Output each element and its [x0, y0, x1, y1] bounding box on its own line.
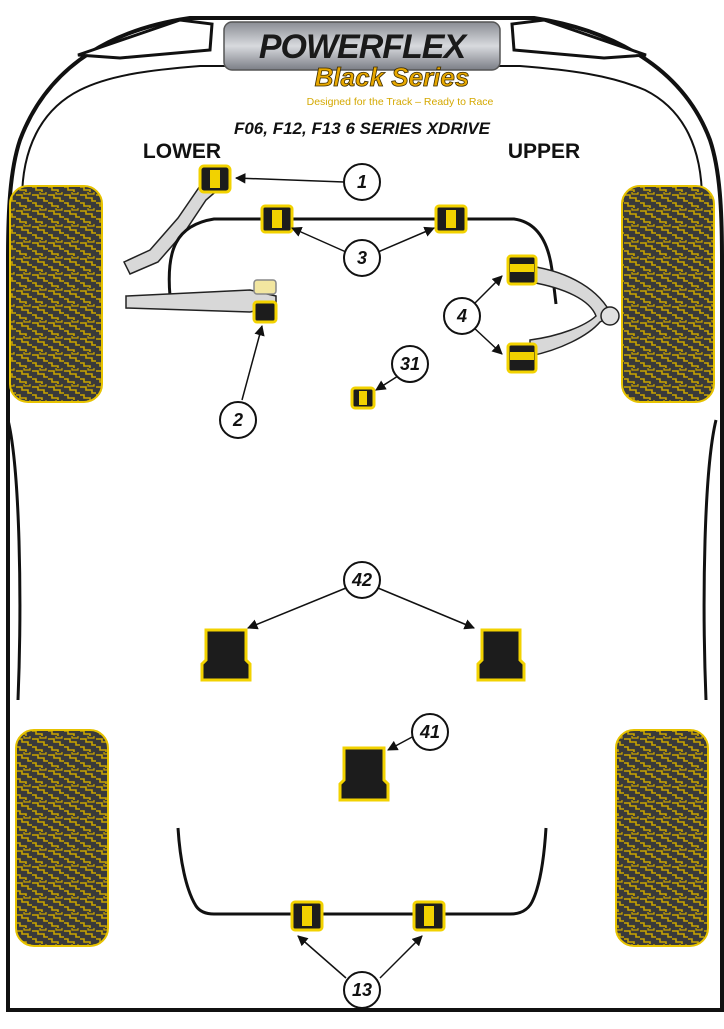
arrow-42-left	[247, 587, 347, 630]
callout-4: 4	[443, 297, 481, 335]
arrow-3-left	[291, 227, 347, 253]
bush-2-lower-wishbone	[252, 279, 278, 324]
logo-tagline: Designed for the Track – Ready to Race	[307, 96, 494, 108]
arrow-3-right	[377, 226, 435, 253]
callout-41: 41	[411, 713, 449, 751]
callout-4-number: 4	[456, 306, 467, 326]
upper-ball-joint	[600, 306, 620, 326]
arrow-31	[375, 375, 399, 391]
arrow-41	[387, 735, 415, 751]
bush-42-right	[476, 628, 526, 682]
callout-1-number: 1	[357, 172, 367, 192]
logo-series: Black Series	[315, 62, 470, 92]
car-body-outline	[6, 16, 724, 1012]
bush-3-left	[260, 204, 294, 234]
bush-42-left	[200, 628, 252, 682]
powerflex-logo: POWERFLEX Black Series Designed for the …	[223, 21, 501, 108]
callout-1: 1	[343, 163, 381, 201]
arrow-13-right	[379, 935, 423, 979]
front-anti-roll-bar	[167, 217, 558, 305]
callout-42: 42	[343, 561, 381, 599]
callout-2-number: 2	[232, 410, 243, 430]
logo-brand: POWERFLEX	[259, 28, 469, 66]
callout-41-number: 41	[419, 722, 440, 742]
arrow-4-bottom	[471, 325, 503, 355]
callout-3-number: 3	[357, 248, 367, 268]
right-corner-panel	[510, 18, 647, 60]
body-waist-left	[6, 419, 22, 701]
bush-4-upper-bottom	[506, 342, 538, 374]
callout-13: 13	[343, 971, 381, 1009]
bush-41	[338, 746, 390, 802]
tire-rear-right	[615, 729, 709, 947]
callout-3: 3	[343, 239, 381, 277]
bush-31	[350, 386, 376, 410]
bush-13-left	[290, 900, 324, 932]
label-upper: UPPER	[508, 140, 580, 163]
arrow-2	[241, 324, 265, 401]
leader-lines	[234, 173, 503, 979]
arrow-1	[234, 173, 345, 184]
rear-anti-roll-bar	[176, 827, 548, 916]
tire-front-right	[621, 185, 715, 403]
arrow-42-right	[377, 587, 475, 630]
tire-rear-left	[15, 729, 109, 947]
left-corner-panel	[77, 18, 214, 60]
callout-2: 2	[219, 401, 257, 439]
callout-13-number: 13	[352, 980, 372, 1000]
tire-front-left	[9, 185, 103, 403]
bush-1-lower-strut	[198, 164, 232, 194]
body-waist-right	[702, 419, 718, 701]
bush-3-right	[434, 204, 468, 234]
callout-31-number: 31	[400, 354, 420, 374]
callout-31: 31	[391, 345, 429, 383]
label-lower: LOWER	[143, 140, 221, 163]
bush-4-upper-top	[506, 254, 538, 286]
model-title: F06, F12, F13 6 SERIES XDRIVE	[234, 119, 491, 138]
callout-42-number: 42	[351, 570, 372, 590]
arrow-4-top	[471, 275, 503, 307]
bush-13-right	[412, 900, 446, 932]
logo-plate	[223, 21, 501, 71]
arrow-13-left	[297, 935, 347, 979]
